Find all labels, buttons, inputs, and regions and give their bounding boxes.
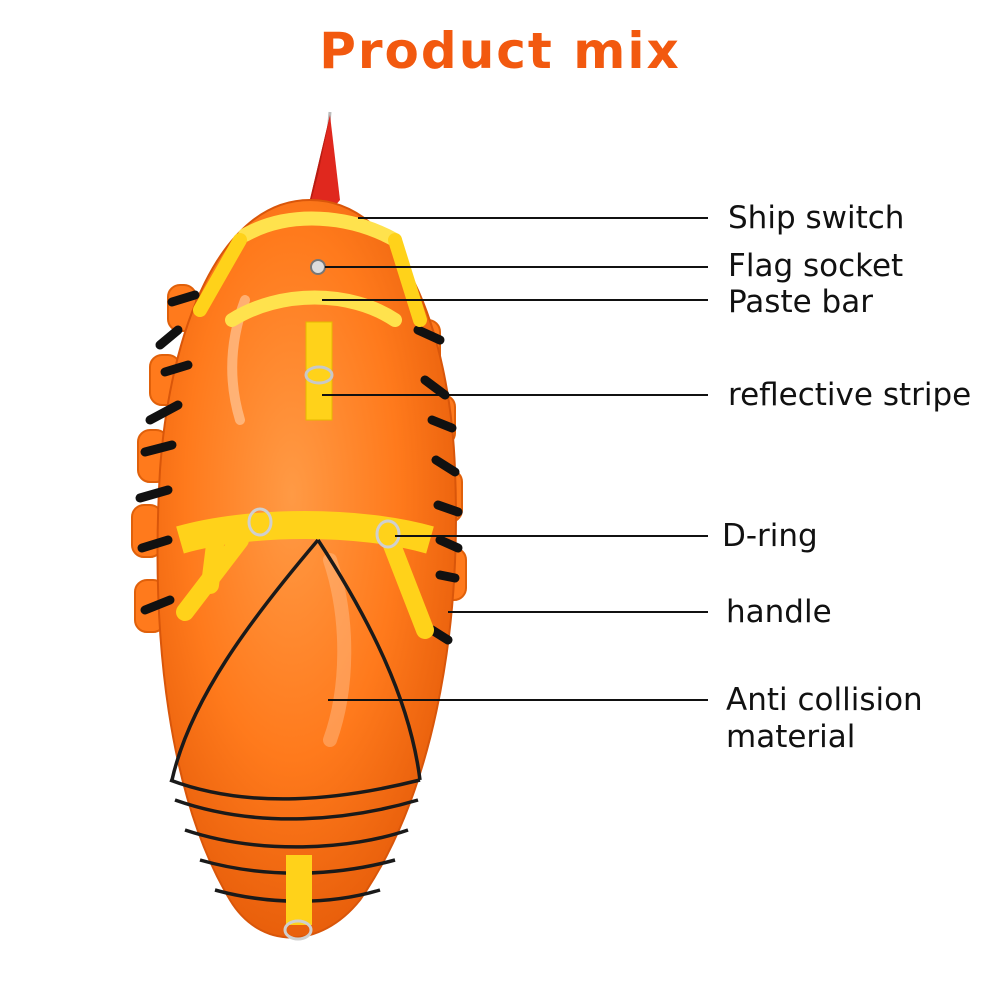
bottom-d-ring-icon — [283, 919, 313, 941]
leader-lines — [322, 217, 708, 701]
center-d-ring-icon — [304, 365, 334, 385]
callout-ship-switch: Ship switch — [728, 200, 905, 236]
callout-reflective-stripe: reflective stripe — [728, 377, 972, 413]
diagonal-yellow-straps — [176, 531, 434, 639]
webbing-left — [135, 290, 200, 615]
center-reflective-stripe — [305, 321, 333, 421]
callout-anti-collision-line2: material — [726, 719, 856, 755]
flag-socket-icon — [310, 259, 326, 275]
d-ring-left-icon — [247, 507, 273, 537]
callout-d-ring: D-ring — [722, 518, 818, 554]
page-title: Product mix — [319, 22, 681, 80]
reflective-stripes-top — [225, 211, 402, 327]
webbing-right — [413, 325, 463, 645]
d-ring-strap — [176, 511, 434, 554]
callout-handle: handle — [726, 594, 832, 630]
callout-paste-bar: Paste bar — [728, 284, 873, 320]
callout-flag-socket: Flag socket — [728, 248, 904, 284]
bottom-strap — [286, 855, 312, 925]
callout-anti-collision-line1: Anti collision — [726, 682, 923, 718]
d-ring-right-icon — [375, 519, 401, 549]
top-yellow-straps — [193, 233, 427, 327]
